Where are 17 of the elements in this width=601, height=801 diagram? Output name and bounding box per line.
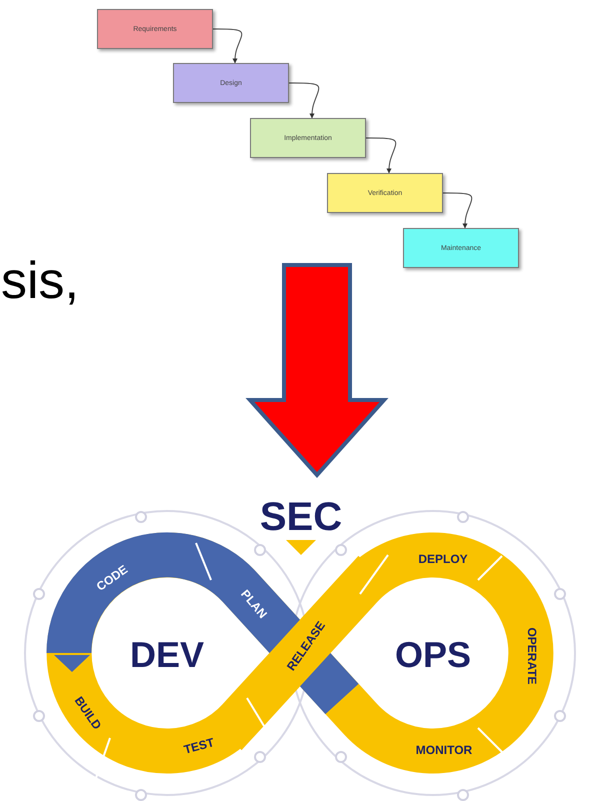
title-text: SEC [260, 497, 342, 537]
loop-label: OPS [394, 637, 472, 673]
process-box [97, 9, 213, 49]
stage-label: OPERATE [526, 627, 538, 685]
stage-label: MONITOR [416, 744, 472, 756]
arrow [212, 28, 242, 64]
arrow [288, 82, 320, 118]
process-box [250, 118, 366, 158]
stage-label: DEPLOY [418, 553, 468, 565]
heading-fragment: sis, [1, 255, 79, 307]
arrow [366, 138, 396, 174]
loop-label: DEV [130, 637, 204, 673]
stage-label: TEST [182, 736, 216, 756]
process-box [327, 173, 443, 213]
process-box [173, 63, 289, 103]
arrow [442, 192, 472, 228]
process-box [403, 228, 519, 268]
